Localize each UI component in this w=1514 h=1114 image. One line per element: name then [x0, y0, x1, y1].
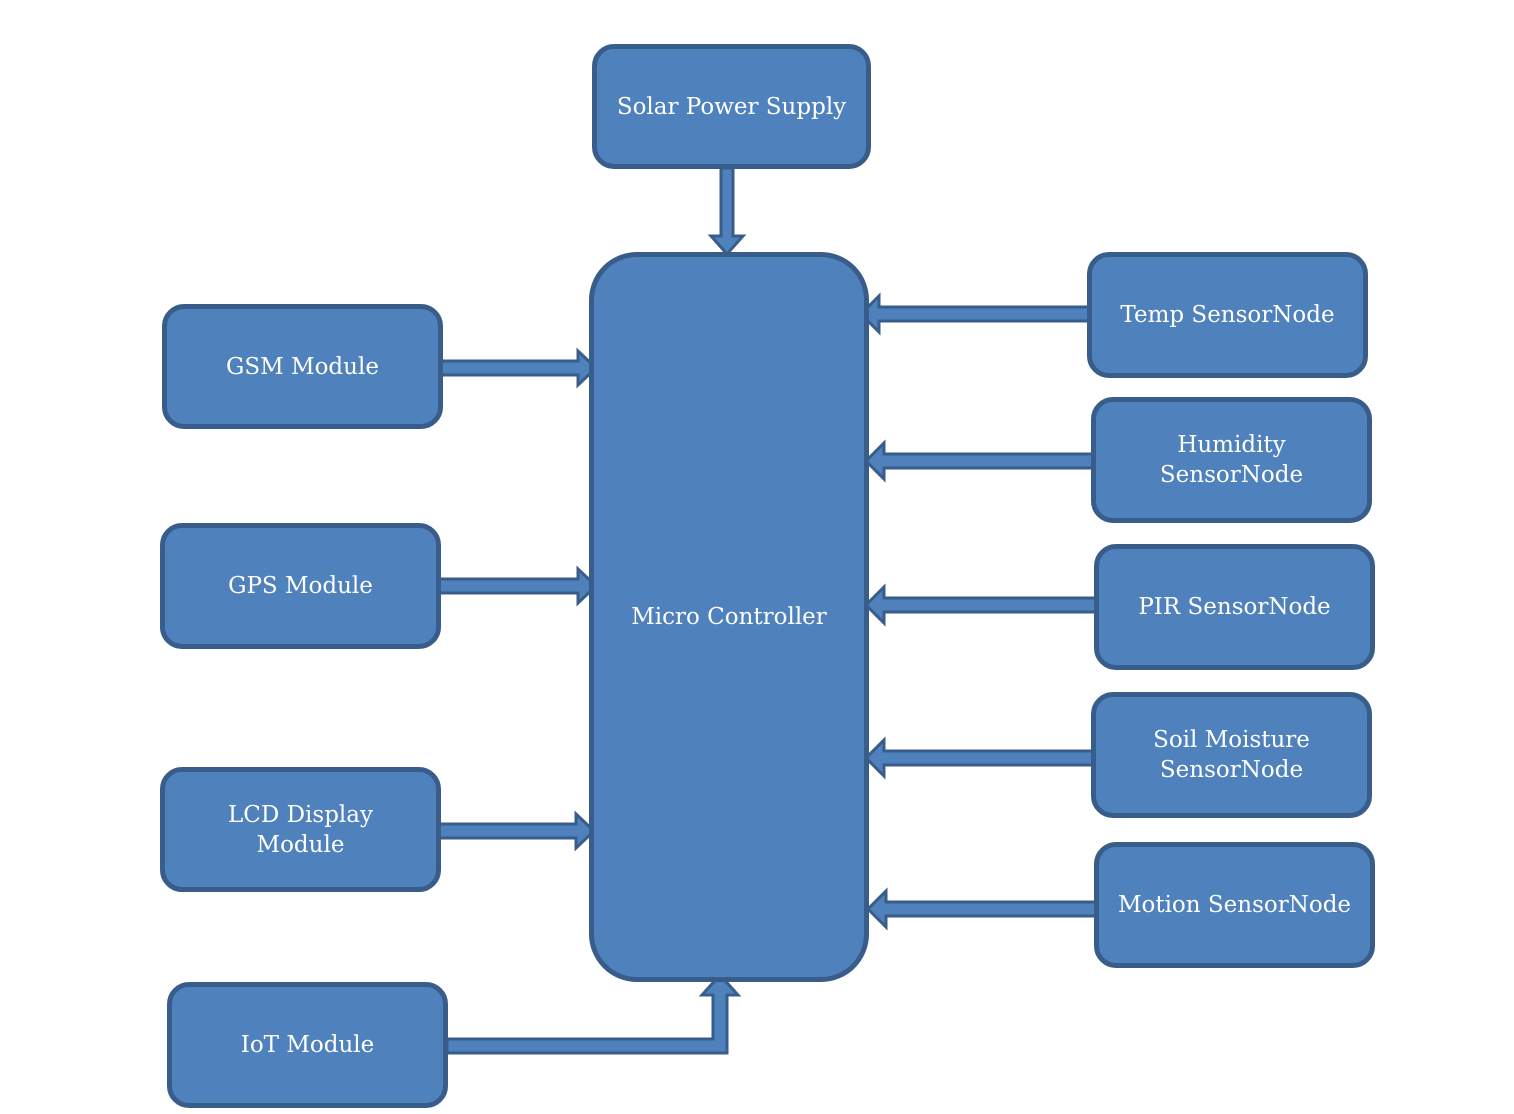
arrow-motion-to-controller	[865, 887, 1098, 931]
arrow-solar-to-controller	[707, 166, 747, 257]
arrow-gps-to-controller	[435, 565, 599, 607]
arrow-soil-to-controller	[863, 736, 1095, 780]
micro-controller-node: Micro Controller	[589, 252, 869, 982]
gps-module-node: GPS Module	[160, 523, 441, 649]
pir-sensor-node: PIR SensorNode	[1094, 544, 1375, 670]
arrow-gsm-to-controller	[435, 347, 599, 389]
arrow-pir-to-controller	[863, 583, 1098, 627]
arrow-temp-to-controller	[858, 292, 1091, 336]
arrow-iot-to-controller	[445, 972, 742, 1055]
arrow-humidity-to-controller	[863, 439, 1095, 483]
temp-sensor-node: Temp SensorNode	[1087, 252, 1368, 378]
motion-sensor-node: Motion SensorNode	[1094, 842, 1375, 968]
gsm-module-node: GSM Module	[162, 304, 443, 429]
arrow-lcd-to-controller	[433, 810, 597, 852]
soil-moisture-sensor-node: Soil Moisture SensorNode	[1091, 692, 1372, 818]
solar-power-supply-node: Solar Power Supply	[592, 44, 871, 169]
humidity-sensor-node: Humidity SensorNode	[1091, 397, 1372, 523]
iot-module-node: IoT Module	[167, 982, 448, 1108]
lcd-display-module-node: LCD Display Module	[160, 767, 441, 892]
